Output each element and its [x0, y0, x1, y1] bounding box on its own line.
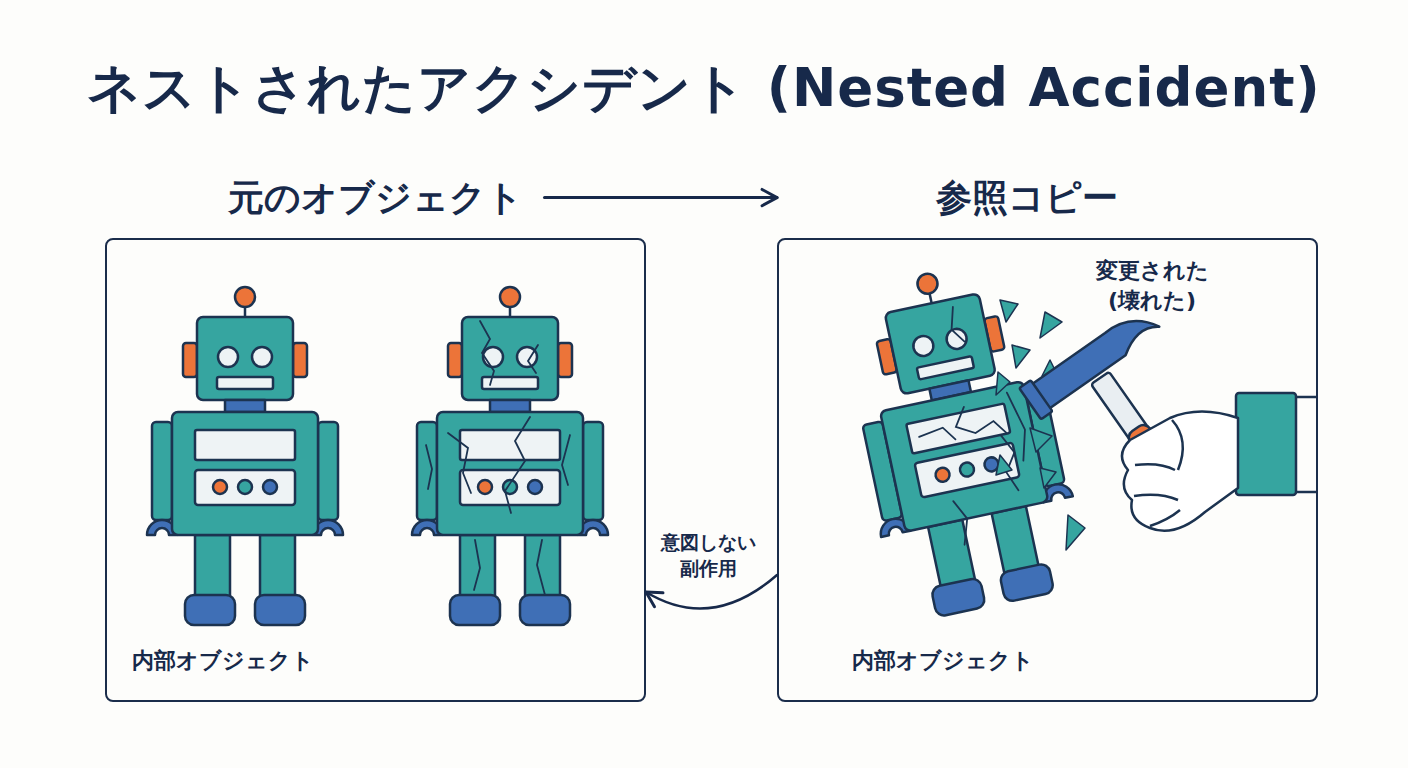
- object-box: 参照コピー内部オブジェクト: [777, 238, 1318, 702]
- crack-lines-part: [947, 306, 964, 343]
- hammer-part-part: [1019, 380, 1052, 419]
- hammer: [1019, 302, 1254, 548]
- broken-robot-part: [830, 254, 1092, 625]
- hand-with-sleeve-part: [1135, 464, 1175, 470]
- inner-object-label: 内部オブジェクト: [132, 647, 314, 676]
- debris-shards-part: [1000, 300, 1018, 322]
- crack-lines-part: [537, 540, 545, 595]
- crack-lines-part: [505, 417, 530, 513]
- crack-lines-part: [562, 435, 570, 485]
- debris-shards-part: [996, 372, 1010, 395]
- hand-with-sleeve-part: [1122, 412, 1238, 531]
- connector-line: [646, 575, 777, 608]
- hand-with-sleeve-part: [1172, 420, 1183, 470]
- hand-with-sleeve: [1122, 393, 1318, 531]
- crack-lines-part: [474, 540, 480, 590]
- connector-arrow: [545, 189, 778, 205]
- debris-shards-part: [1030, 428, 1052, 452]
- debris-shards-part: [1040, 468, 1056, 488]
- connector-arrow: [646, 575, 777, 608]
- hand-with-sleeve-part: [1296, 491, 1318, 494]
- hand-with-sleeve-part: [1296, 396, 1318, 399]
- hand-with-sleeve-part: [1134, 495, 1178, 500]
- connector-line: [545, 196, 778, 199]
- cracked-robot: [412, 287, 608, 625]
- hammer-part: [1019, 302, 1254, 548]
- crack-lines: [426, 321, 570, 595]
- callout-note: 変更された (壊れた): [1068, 256, 1236, 315]
- debris-shards: [996, 300, 1085, 550]
- debris-shards-part: [1012, 345, 1030, 368]
- hand-with-sleeve-part: [1236, 393, 1296, 495]
- debris-shards-part: [996, 455, 1012, 475]
- crack-lines-part: [426, 445, 432, 489]
- crack-lines-part: [918, 426, 955, 447]
- box-heading: 元のオブジェクト: [228, 176, 523, 219]
- arrow-head: [762, 189, 777, 205]
- crack-lines: [894, 298, 1046, 550]
- debris-shards-part: [1066, 515, 1085, 550]
- edge-label: 意図しない 副作用: [646, 530, 770, 581]
- cracked-robot-part: [412, 287, 608, 625]
- crack-lines-part: [953, 499, 972, 545]
- hand-with-sleeve-part: [1150, 510, 1180, 526]
- intact-robot: [147, 287, 343, 625]
- object-box: 元のオブジェクト内部オブジェクト: [105, 238, 646, 702]
- arrow-head: [646, 592, 663, 607]
- broken-robot: [830, 254, 1092, 625]
- inner-object-label: 内部オブジェクト: [852, 647, 1034, 676]
- crack-lines-part: [952, 399, 1006, 442]
- crack-lines-part: [528, 345, 538, 373]
- box-heading: 参照コピー: [936, 176, 1118, 219]
- crack-lines-part: [480, 321, 494, 385]
- debris-shards-part: [1040, 312, 1062, 338]
- crack-lines-part: [448, 433, 471, 493]
- hammer-part-part: [1030, 305, 1162, 410]
- diagram-title: ネストされたアクシデント (Nested Accident): [0, 56, 1408, 120]
